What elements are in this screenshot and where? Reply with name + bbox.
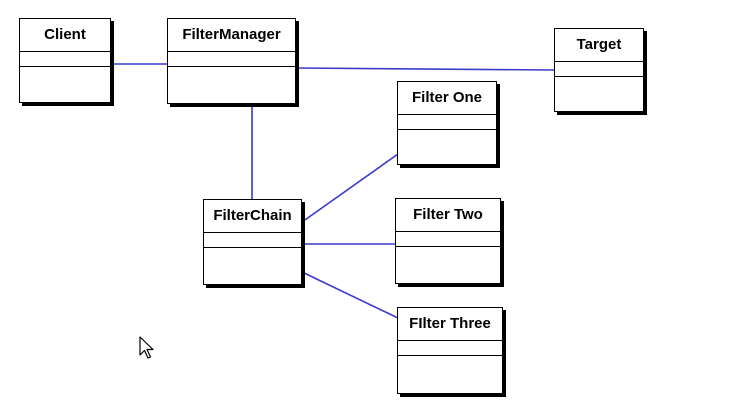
class-target-name: Target: [555, 29, 643, 62]
class-filter-manager[interactable]: FilterManager: [167, 18, 296, 104]
class-client-attributes: [20, 52, 110, 67]
class-client[interactable]: Client: [19, 18, 111, 103]
class-filter-manager-name: FilterManager: [168, 19, 295, 52]
class-filter-three-attributes: [398, 341, 502, 356]
class-filter-three[interactable]: FIlter Three: [397, 307, 503, 394]
class-filter-manager-attributes: [168, 52, 295, 67]
class-filter-three-name: FIlter Three: [398, 308, 502, 341]
filterchain-to-filterthree-link: [301, 271, 399, 319]
class-client-name: Client: [20, 19, 110, 52]
class-filter-one-name: Filter One: [398, 82, 496, 115]
class-filter-one[interactable]: Filter One: [397, 81, 497, 165]
class-filter-two[interactable]: Filter Two: [395, 198, 501, 284]
class-filter-chain-attributes: [204, 233, 301, 248]
class-target[interactable]: Target: [554, 28, 644, 112]
mouse-pointer-icon: [139, 336, 154, 359]
class-filter-two-attributes: [396, 232, 500, 247]
class-filter-chain[interactable]: FilterChain: [203, 199, 302, 285]
class-filter-two-name: Filter Two: [396, 199, 500, 232]
class-filter-one-attributes: [398, 115, 496, 130]
class-target-attributes: [555, 62, 643, 77]
filterchain-to-filterone-link: [301, 153, 399, 223]
class-filter-chain-name: FilterChain: [204, 200, 301, 233]
filtermanager-to-target-link: [295, 67, 556, 71]
